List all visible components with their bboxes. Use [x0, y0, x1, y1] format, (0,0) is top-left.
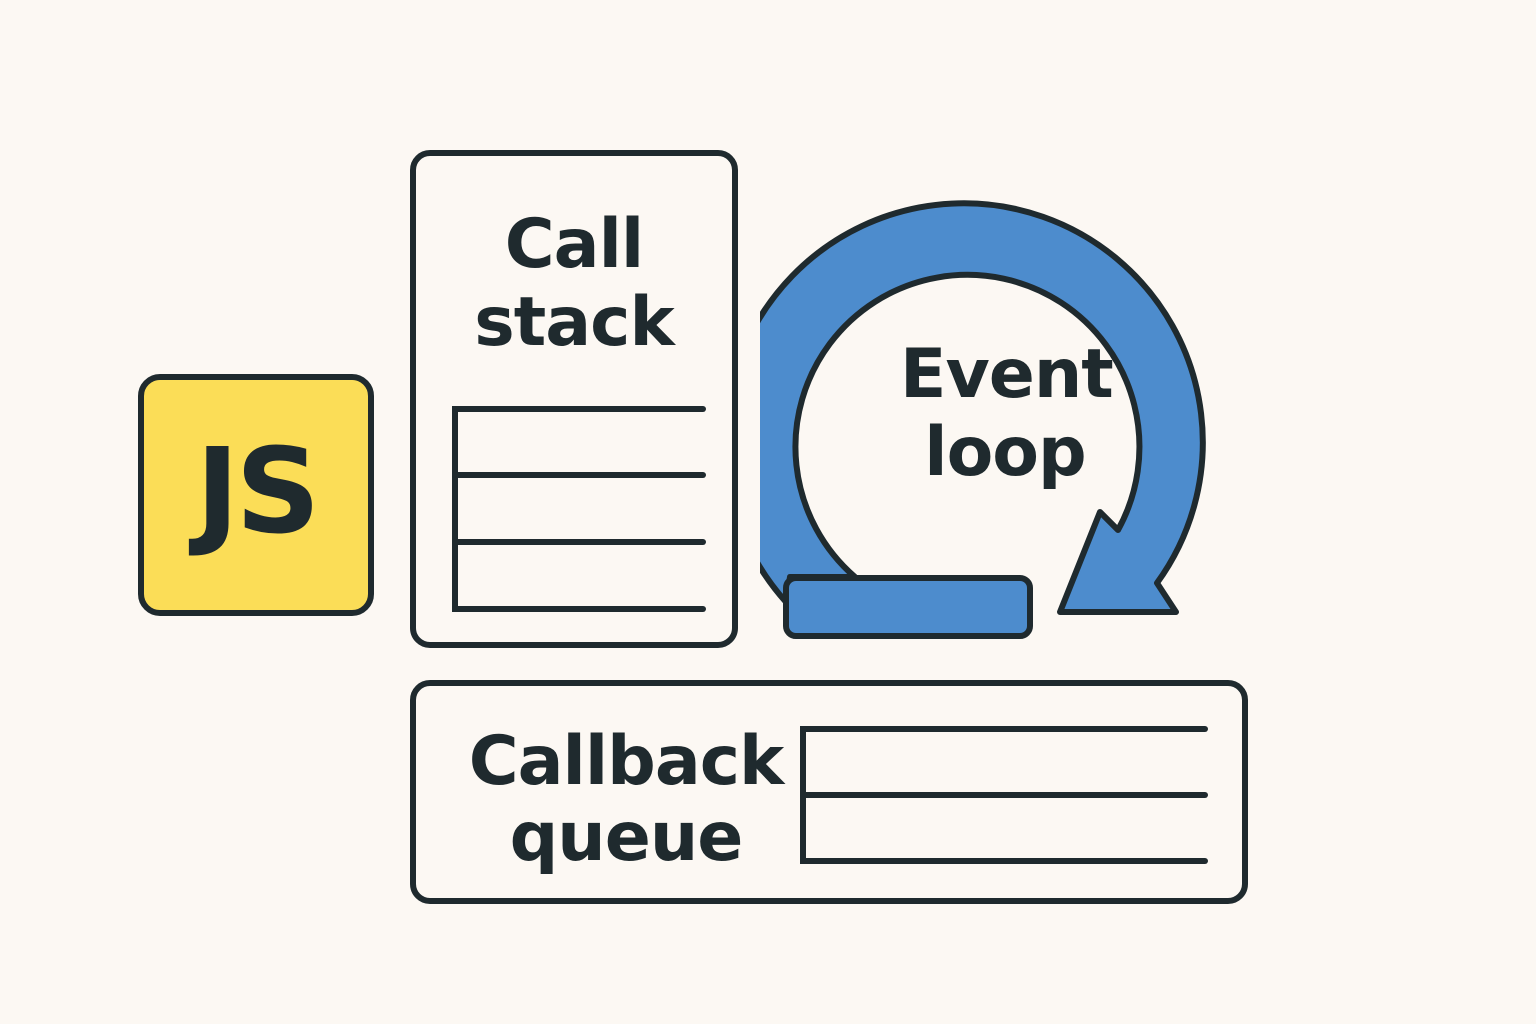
javascript-logo-text: JS [195, 422, 321, 560]
callback-queue-box: Callback queue [410, 680, 1248, 904]
event-loop-tail [783, 575, 1033, 639]
event-loop-ring [760, 200, 1206, 615]
callback-queue-slot-line [800, 858, 1208, 864]
call-stack-title: Call stack [474, 205, 674, 362]
event-loop-arrow [760, 200, 1206, 639]
call-stack-frame-line [452, 539, 706, 545]
javascript-logo: JS [138, 374, 374, 616]
call-stack-rail [452, 406, 458, 612]
callback-queue-slot-line [800, 726, 1208, 732]
callback-queue-title: Callback queue [468, 722, 785, 877]
callback-queue-slot-line [800, 792, 1208, 798]
call-stack-frames [452, 406, 706, 612]
call-stack-frame-line [452, 606, 706, 612]
event-loop-label: Event loop [900, 335, 1114, 492]
call-stack-frame-line [452, 406, 706, 412]
call-stack-frame-line [452, 472, 706, 478]
call-stack-box: Call stack [410, 150, 738, 648]
callback-queue-slots [800, 726, 1208, 866]
